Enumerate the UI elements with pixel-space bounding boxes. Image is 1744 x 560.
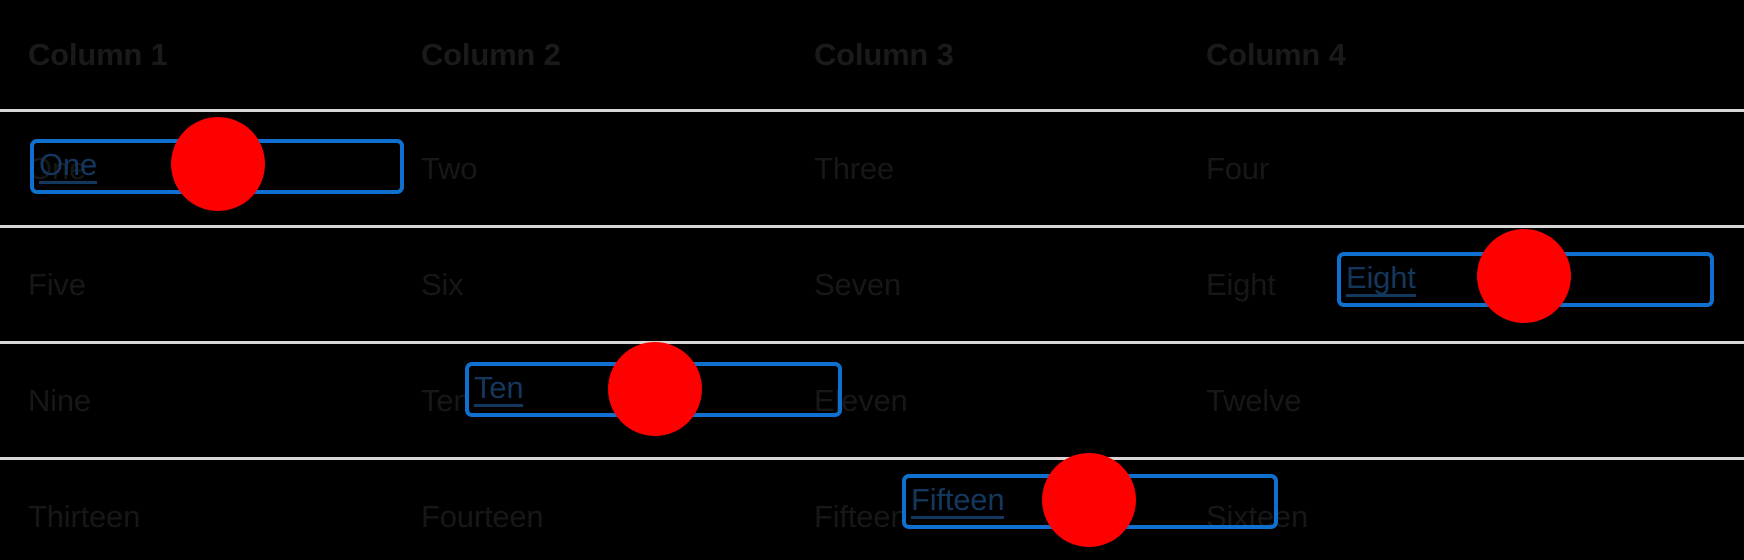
cell-r3c3[interactable]: Eleven <box>786 342 1178 460</box>
cell-r1c1-text: One <box>28 150 86 186</box>
cell-editor-one[interactable]: One <box>30 139 404 194</box>
cell-r2c2-text: Six <box>421 266 464 302</box>
table-row: Five Six Seven Eight <box>0 226 1744 344</box>
cell-editor-one-value: One <box>39 147 97 184</box>
table-header: Column 1 Column 2 Column 3 Column 4 <box>0 0 1744 112</box>
cell-r1c4[interactable]: Four <box>1178 110 1744 228</box>
cell-r3c1[interactable]: Nine <box>0 342 393 460</box>
cell-r1c3[interactable]: Three <box>786 110 1178 228</box>
cell-editor-eight-value: Eight <box>1346 260 1416 297</box>
cell-r2c4[interactable]: Eight <box>1178 226 1744 344</box>
table-row: Nine Ten Eleven Twelve <box>0 342 1744 460</box>
column-header-4[interactable]: Column 4 <box>1178 0 1744 112</box>
cell-r1c4-text: Four <box>1206 150 1269 186</box>
cell-r2c1[interactable]: Five <box>0 226 393 344</box>
cell-editor-ten[interactable]: Ten <box>465 362 842 417</box>
cell-r4c1[interactable]: Thirteen <box>0 458 393 560</box>
header-row: Column 1 Column 2 Column 3 Column 4 <box>0 0 1744 112</box>
column-header-4-label: Column 4 <box>1206 36 1346 72</box>
cell-r4c3-text: Fifteen <box>814 498 908 534</box>
cell-r4c2-text: Fourteen <box>421 498 544 534</box>
table-row: Thirteen Fourteen Fifteen Sixteen <box>0 458 1744 560</box>
cell-r1c2-text: Two <box>421 150 478 186</box>
cell-editor-eight[interactable]: Eight <box>1337 252 1714 307</box>
cell-r3c4[interactable]: Twelve <box>1178 342 1744 460</box>
cell-editor-fifteen-value: Fifteen <box>911 482 1005 519</box>
cell-r2c2[interactable]: Six <box>393 226 786 344</box>
cell-r2c4-text: Eight <box>1206 266 1276 302</box>
column-header-3[interactable]: Column 3 <box>786 0 1178 112</box>
column-header-2-label: Column 2 <box>421 36 561 72</box>
cell-r2c3[interactable]: Seven <box>786 226 1178 344</box>
column-header-1-label: Column 1 <box>28 36 168 72</box>
cell-r2c1-text: Five <box>28 266 86 302</box>
cell-r3c4-text: Twelve <box>1206 382 1302 418</box>
cell-r1c3-text: Three <box>814 150 894 186</box>
column-header-3-label: Column 3 <box>814 36 954 72</box>
cell-r4c1-text: Thirteen <box>28 498 141 534</box>
cell-r1c2[interactable]: Two <box>393 110 786 228</box>
cell-r4c2[interactable]: Fourteen <box>393 458 786 560</box>
cell-editor-ten-value: Ten <box>474 370 524 407</box>
cell-editor-fifteen[interactable]: Fifteen <box>902 474 1278 529</box>
column-header-2[interactable]: Column 2 <box>393 0 786 112</box>
cell-r3c3-text: Eleven <box>814 382 908 418</box>
cell-r3c2-text: Ten <box>421 382 471 418</box>
cell-r3c1-text: Nine <box>28 382 91 418</box>
column-header-1[interactable]: Column 1 <box>0 0 393 112</box>
cell-r2c3-text: Seven <box>814 266 901 302</box>
